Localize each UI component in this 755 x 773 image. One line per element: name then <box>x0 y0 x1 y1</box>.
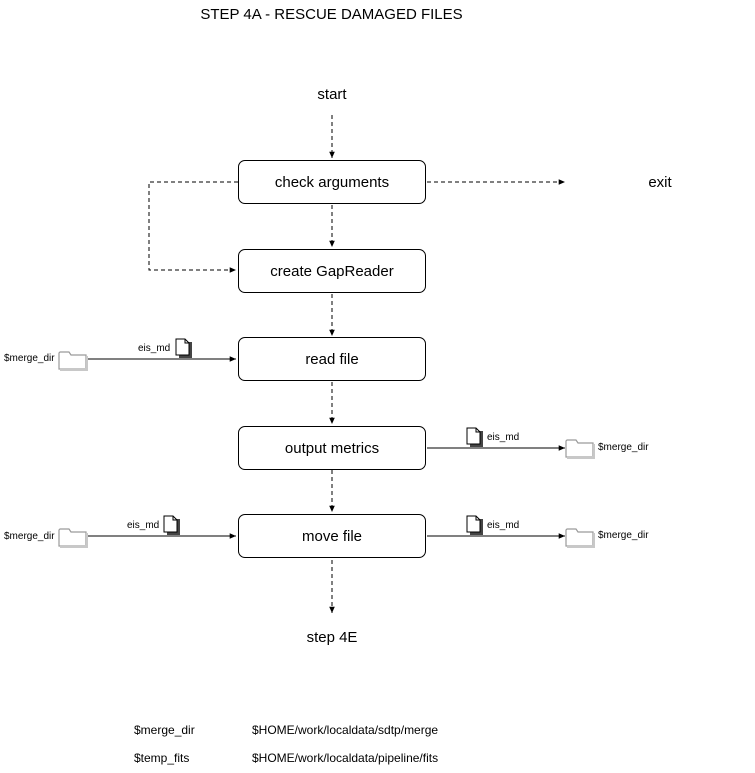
legend-key-temp-fits: $temp_fits <box>134 751 190 765</box>
read-file-box: read file <box>238 337 426 381</box>
read-input-file-label: eis_md <box>138 343 171 354</box>
start-terminal: start <box>317 86 347 103</box>
legend-value-merge-dir: $HOME/work/localdata/sdtp/merge <box>252 723 439 737</box>
move-output-dir-label: $merge_dir <box>598 530 649 541</box>
flow-check-loop-to-create <box>148 181 238 273</box>
move-input-file-label: eis_md <box>127 520 160 531</box>
legend-key-merge-dir: $merge_dir <box>134 723 195 737</box>
legend-value-temp-fits: $HOME/work/localdata/pipeline/fits <box>252 751 439 765</box>
create-gapreader-box: create GapReader <box>238 249 426 293</box>
next-step-terminal: step 4E <box>306 629 358 646</box>
move-output-file-label: eis_md <box>487 520 520 531</box>
move-file-box: move file <box>238 514 426 558</box>
diagram-title: STEP 4A - RESCUE DAMAGED FILES <box>200 6 463 23</box>
metrics-output-folder-icon <box>565 439 596 460</box>
move-input-folder-icon <box>58 528 89 549</box>
metrics-output-file-icon <box>466 427 484 448</box>
move-input-dir-label: $merge_dir <box>4 531 55 542</box>
metrics-output-dir-label: $merge_dir <box>598 442 649 453</box>
metrics-output-file-label: eis_md <box>487 432 520 443</box>
read-input-dir-label: $merge_dir <box>4 353 55 364</box>
output-metrics-box: output metrics <box>238 426 426 470</box>
read-input-folder-icon <box>58 351 89 372</box>
check-arguments-box: check arguments <box>238 160 426 204</box>
move-output-file-icon <box>466 515 484 536</box>
read-input-file-icon <box>175 338 193 359</box>
exit-terminal: exit <box>648 174 672 191</box>
move-input-file-icon <box>163 515 181 536</box>
move-output-folder-icon <box>565 528 596 549</box>
